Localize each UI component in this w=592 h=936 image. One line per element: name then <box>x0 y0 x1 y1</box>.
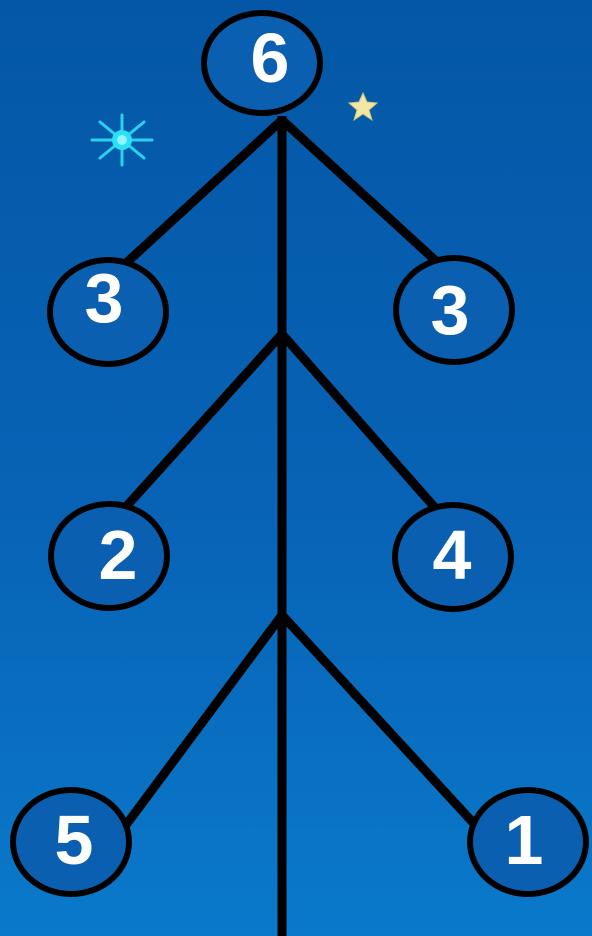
branch-line <box>120 116 286 269</box>
node-label: 3 <box>85 259 124 337</box>
node-circle <box>393 255 515 365</box>
branch-line <box>278 611 482 832</box>
node-circle <box>47 257 169 367</box>
node-left-1: 3 <box>47 257 169 367</box>
node-circle <box>201 10 323 116</box>
node-circle <box>392 502 514 612</box>
node-right-3: 1 <box>467 787 589 897</box>
node-top: 6 <box>201 10 323 116</box>
node-left-3: 5 <box>10 787 132 897</box>
node-right-1: 3 <box>393 255 515 365</box>
branch-line <box>120 330 286 513</box>
node-label: 3 <box>431 271 470 349</box>
node-label: 2 <box>99 516 138 594</box>
node-right-2: 4 <box>392 502 514 612</box>
node-circle <box>48 501 170 611</box>
node-label: 6 <box>251 19 290 97</box>
node-circle <box>10 787 132 897</box>
branch-line <box>278 116 441 266</box>
node-label: 5 <box>55 801 94 879</box>
node-label: 4 <box>433 516 472 594</box>
node-left-2: 2 <box>48 501 170 611</box>
branch-line <box>278 331 441 513</box>
node-label: 1 <box>505 801 544 879</box>
star-icon <box>347 91 379 122</box>
snowflake-icon <box>90 113 154 167</box>
node-circle <box>467 787 589 897</box>
branch-line <box>122 612 286 828</box>
